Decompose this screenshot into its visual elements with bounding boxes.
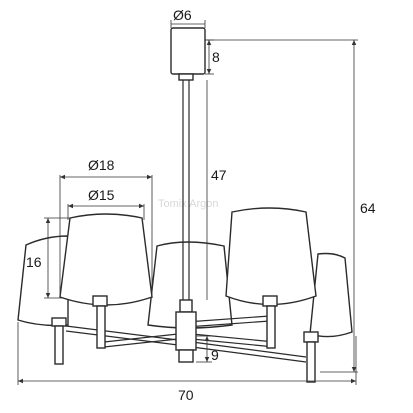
dim-canopy-diameter: Ø6: [170, 7, 206, 28]
label-canopy-height: 8: [212, 49, 220, 65]
label-shade-inner-diameter: Ø15: [88, 187, 115, 203]
dim-shade-height: 16: [26, 217, 72, 299]
dim-shade-inner-diameter: Ø15: [67, 187, 145, 220]
hub: [175, 299, 197, 363]
watermark: Tomix Argon: [158, 198, 219, 210]
label-hub-height: 9: [211, 347, 219, 363]
dim-shade-outer-diameter: Ø18: [59, 157, 153, 298]
label-canopy-diameter: Ø6: [173, 7, 192, 23]
label-shade-height: 16: [26, 254, 42, 270]
back-center-shade: [147, 241, 233, 329]
front-left-shade: [59, 213, 153, 349]
arms: [65, 315, 307, 363]
label-rod-length: 47: [211, 167, 227, 183]
label-total-width: 70: [178, 387, 194, 403]
dim-total-height: 64: [205, 39, 376, 373]
canopy: [170, 27, 206, 81]
rod: [182, 80, 190, 300]
dim-canopy-height: 8: [205, 39, 220, 75]
front-right-shade: [225, 207, 317, 349]
dim-total-width: 70: [17, 322, 357, 403]
dim-rod-length: 47: [206, 80, 227, 300]
back-left-shade: [17, 235, 69, 365]
dim-hub-height: 9: [196, 335, 219, 363]
back-right-shade: [303, 252, 353, 383]
label-total-height: 64: [360, 200, 376, 216]
label-shade-outer-diameter: Ø18: [88, 157, 115, 173]
